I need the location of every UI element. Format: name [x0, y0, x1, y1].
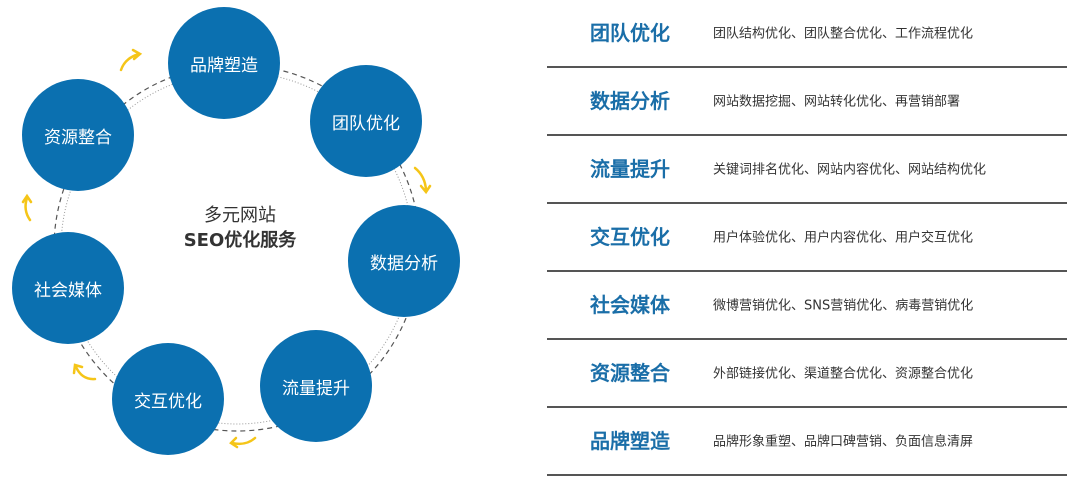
arrow-icon [119, 48, 143, 72]
node-label: 流量提升 [282, 378, 350, 399]
node-interaction-optimization[interactable]: 交互优化 [112, 343, 224, 455]
item-description: 品牌形象重塑、品牌口碑营销、负面信息清屏 [713, 434, 974, 450]
item-title: 流量提升 [590, 157, 670, 182]
item-title: 团队优化 [590, 21, 670, 46]
item-title: 品牌塑造 [590, 429, 670, 454]
list-item: 社会媒体 微博营销优化、SNS营销优化、病毒营销优化 [547, 272, 1067, 340]
item-description: 外部链接优化、渠道整合优化、资源整合优化 [713, 366, 974, 382]
item-description: 用户体验优化、用户内容优化、用户交互优化 [713, 230, 974, 246]
node-label: 资源整合 [44, 127, 112, 148]
item-description: 网站数据挖掘、网站转化优化、再营销部署 [713, 94, 961, 110]
arrow-icon [72, 363, 97, 381]
node-brand-building[interactable]: 品牌塑造 [168, 7, 280, 119]
list-item: 交互优化 用户体验优化、用户内容优化、用户交互优化 [547, 204, 1067, 272]
arrow-icon [229, 436, 257, 449]
item-description: 关键词排名优化、网站内容优化、网站结构优化 [713, 162, 987, 178]
node-label: 数据分析 [370, 253, 438, 274]
seo-cycle-diagram: 品牌塑造 团队优化 数据分析 流量提升 交互优化 社会媒体 资源整合 多元网站 … [0, 0, 540, 495]
node-label: 社会媒体 [34, 280, 102, 301]
center-heading: SEO优化服务 [183, 230, 297, 251]
list-item: 资源整合 外部链接优化、渠道整合优化、资源整合优化 [547, 340, 1067, 408]
node-data-analysis[interactable]: 数据分析 [348, 205, 460, 317]
center-subtitle: 多元网站 [204, 205, 276, 226]
item-title: 数据分析 [590, 89, 670, 114]
node-team-optimization[interactable]: 团队优化 [310, 65, 422, 177]
item-title: 资源整合 [590, 361, 670, 386]
node-traffic-boost[interactable]: 流量提升 [260, 330, 372, 442]
list-item: 团队优化 团队结构优化、团队整合优化、工作流程优化 [547, 0, 1067, 68]
item-title: 社会媒体 [590, 293, 670, 318]
node-social-media[interactable]: 社会媒体 [12, 232, 124, 344]
item-title: 交互优化 [590, 225, 670, 250]
item-description: 团队结构优化、团队整合优化、工作流程优化 [713, 26, 974, 42]
arrow-icon [21, 193, 33, 222]
list-item: 品牌塑造 品牌形象重塑、品牌口碑营销、负面信息清屏 [547, 408, 1067, 476]
service-list: 团队优化 团队结构优化、团队整合优化、工作流程优化 数据分析 网站数据挖掘、网站… [547, 0, 1067, 476]
node-label: 团队优化 [332, 113, 400, 134]
node-label: 交互优化 [134, 391, 202, 412]
center-title: 多元网站 SEO优化服务 [150, 204, 330, 254]
list-item: 流量提升 关键词排名优化、网站内容优化、网站结构优化 [547, 136, 1067, 204]
arrow-icon [413, 166, 432, 195]
item-description: 微博营销优化、SNS营销优化、病毒营销优化 [713, 298, 974, 314]
node-label: 品牌塑造 [190, 55, 258, 76]
list-item: 数据分析 网站数据挖掘、网站转化优化、再营销部署 [547, 68, 1067, 136]
node-resource-integration[interactable]: 资源整合 [22, 79, 134, 191]
